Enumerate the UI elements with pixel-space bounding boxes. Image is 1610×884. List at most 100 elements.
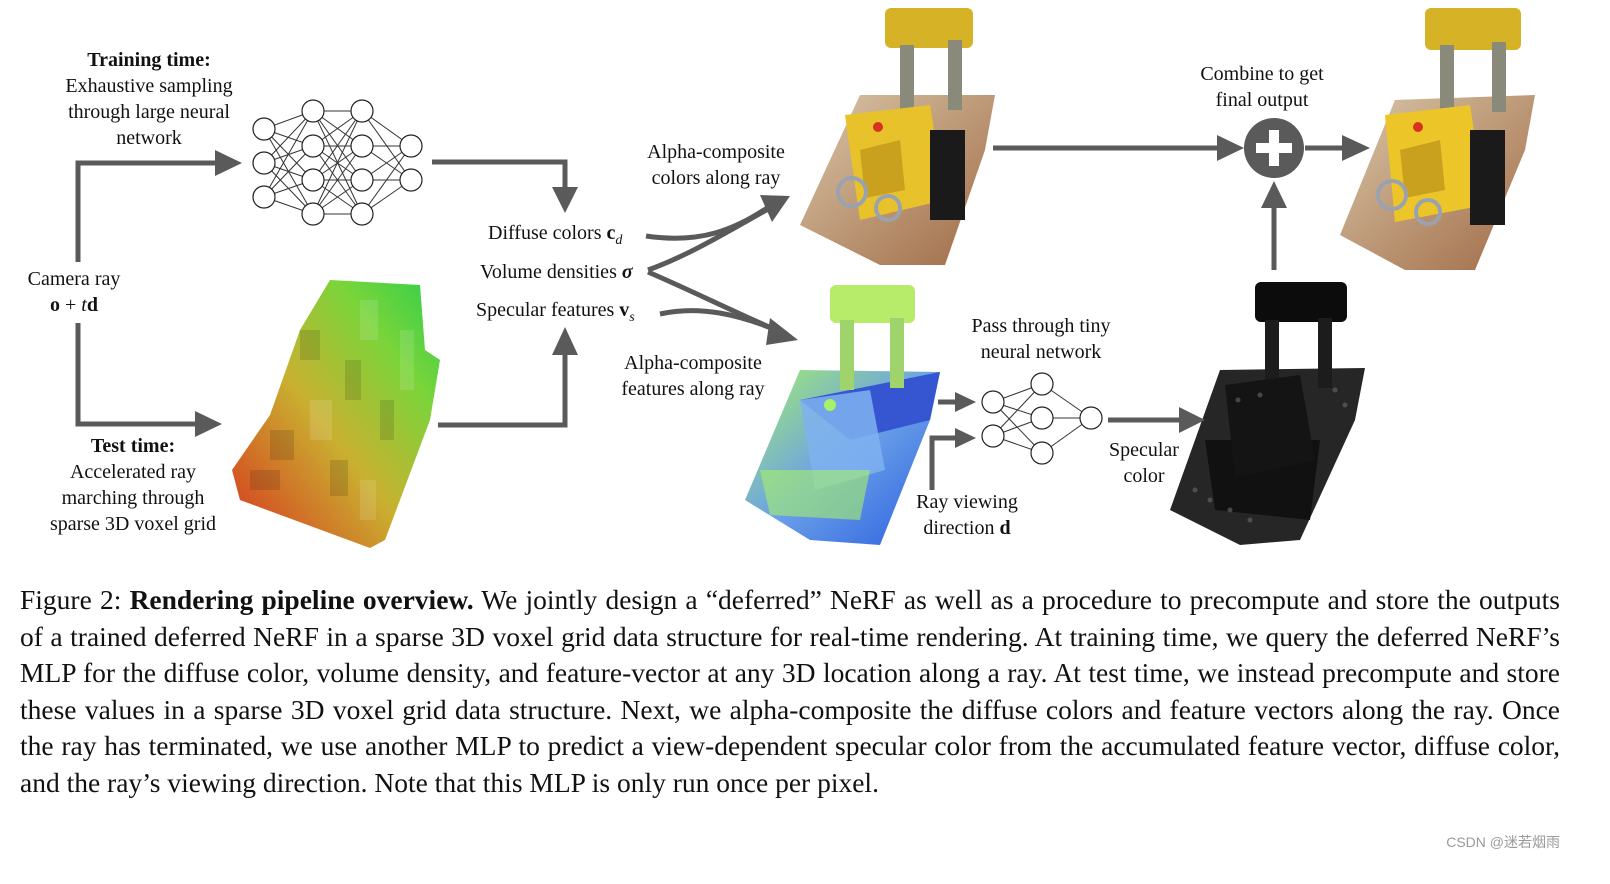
large-mlp-node [399,134,423,158]
training-time-title: Training time: [87,49,211,71]
large-mlp-node [350,99,374,123]
pipeline-diagram [75,8,1535,548]
volume-densities-label: Volume densities σ [480,259,633,285]
tiny-mlp-node [1030,406,1054,430]
alpha-features-line-2: features along ray [621,378,765,400]
arrow-camera-to-training [75,160,218,262]
alpha-features-line-1: Alpha-composite [624,352,762,374]
training-time-label: Training time: Exhaustive sampling throu… [50,47,248,151]
specular-color-line-2: color [1123,465,1165,487]
camera-ray-plus: + [60,294,82,316]
alpha-colors-line-1: Alpha-composite [647,141,785,163]
ray-direction-line-1: Ray viewing [916,491,1018,513]
specular-color-line-1: Specular [1109,439,1179,461]
tiny-mlp-edge [992,383,1043,437]
camera-ray-d: d [86,294,98,316]
camera-ray-label: Camera ray o + td [14,266,134,318]
alpha-colors-line-2: colors along ray [651,167,781,189]
large-mlp-node [350,134,374,158]
alpha-colors-label: Alpha-composite colors along ray [628,139,804,191]
training-line-1: Exhaustive sampling [65,75,233,97]
final-output-image [1340,8,1535,270]
large-mlp-edge [263,145,314,198]
arrow-training-to-outputs [432,159,568,190]
training-line-2: through large neural [68,101,230,123]
arrow-camera-to-test [75,323,198,427]
arrow-training-to-outputs-head [552,187,578,213]
specular-render-image [1170,282,1365,545]
tiny-mlp-node [981,424,1005,448]
arrow-to-feature-render-head [766,318,798,345]
tiny-network-line-1: Pass through tiny [971,315,1111,337]
tiny-mlp-node [981,390,1005,414]
tiny-mlp-node [1030,441,1054,465]
test-time-label: Test time: Accelerated ray marching thro… [30,433,236,537]
diffuse-render-image [800,8,995,265]
large-mlp-node [252,151,276,175]
arrow-tiny-to-specular-head [1179,407,1205,433]
feature-render-image [745,285,940,545]
combine-line-1: Combine to get [1200,63,1324,85]
tiny-mlp-node [1079,406,1103,430]
large-mlp-node [301,134,325,158]
caption-bold-title: Rendering pipeline overview. [129,584,474,615]
combine-line-2: final output [1215,89,1309,111]
test-time-title: Test time: [90,435,176,457]
large-mlp-node [301,202,325,226]
volume-densities-symbol: σ [621,261,633,283]
camera-ray-o: o [50,294,61,316]
arrow-features-to-tiny-head [955,392,976,412]
camera-ray-title: Camera ray [27,268,121,290]
volume-densities-text: Volume densities [480,261,622,283]
training-line-3: network [116,127,182,149]
arrow-diffuse-to-render [645,203,772,241]
large-mlp-edge [312,110,363,181]
tiny-network-line-2: neural network [980,341,1102,363]
large-mlp-node [399,168,423,192]
arrow-camera-to-training-head [215,150,242,176]
large-mlp-edge [312,145,363,215]
arrow-specular-to-features [659,308,777,333]
arrow-voxel-to-outputs-head [552,327,578,355]
alpha-features-label: Alpha-composite features along ray [600,350,786,402]
diffuse-colors-subscript: d [615,233,623,248]
large-mlp-edge [312,110,363,215]
specular-color-label: Specular color [1098,437,1190,489]
specular-features-label: Specular features vs [476,297,635,331]
combine-label: Combine to get final output [1180,61,1344,113]
arrow-camera-to-test-head [195,411,222,437]
diffuse-colors-label: Diffuse colors cd [488,220,622,254]
specular-features-symbol: v [619,299,630,321]
diffuse-colors-symbol: c [606,222,616,244]
tiny-mlp-node [1030,372,1054,396]
arrow-density-to-render [647,205,772,273]
arrow-to-diffuse-render-head [760,195,790,222]
large-mlp-node [252,117,276,141]
voxel-grid-image [232,280,440,548]
large-mlp-edge [361,145,412,215]
large-mlp-node [252,185,276,209]
watermark: CSDN @迷若烟雨 [1446,834,1560,850]
pipeline-arrows [75,135,1370,490]
tiny-mlp-network [981,372,1103,465]
ray-direction-symbol: d [999,517,1011,539]
large-mlp-edge [263,110,314,198]
test-line-1: Accelerated ray [69,461,196,483]
arrow-combine-to-final-head [1342,135,1370,161]
large-mlp-edge [263,110,314,164]
large-mlp-node [301,99,325,123]
specular-features-text: Specular features [476,299,620,321]
arrow-specular-to-combine-head [1261,181,1287,208]
combine-plus-icon [1244,118,1304,178]
large-mlp-node [350,202,374,226]
figure-caption: Figure 2: Rendering pipeline overview. W… [20,582,1560,801]
diffuse-colors-text: Diffuse colors [488,222,607,244]
large-mlp-node [350,168,374,192]
caption-prefix: Figure 2: [20,584,130,615]
caption-body: We jointly design a “deferred” NeRF as w… [20,584,1560,798]
ray-direction-line-2: direction [923,517,1000,539]
large-mlp-network [252,99,423,226]
large-mlp-node [301,168,325,192]
tiny-network-label: Pass through tiny neural network [950,313,1132,365]
arrow-diffuse-to-combine-head [1217,135,1244,161]
